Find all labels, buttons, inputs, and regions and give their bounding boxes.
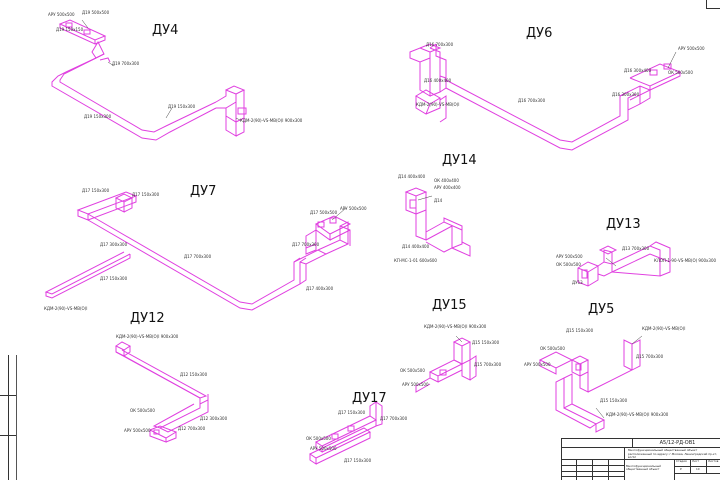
annotation-du7-a: Д17 150х300 [82,188,110,193]
top-right-corner-frame [706,0,720,9]
duct-annotations: АРУ 500х500 Д19 500х500 Д19 150х150 Д19 … [44,10,717,463]
duct-system-du12 [115,341,209,443]
annotation-du6-b: АРУ 500х500 [678,46,705,51]
system-label-du7: ДУ7 [190,184,217,199]
annotation-du14-b: ОК 400х400 [434,178,459,183]
left-margin-stamp [0,355,17,480]
annotation-du15-e: Д15 700х300 [474,362,502,367]
annotation-du12-a: КДМ-2(90)-VS-MB(О)I 900х300 [116,334,179,339]
annotation-du15-c: ОК 500х500 [400,368,425,373]
annotation-du7-i: Д17 700х300 [292,242,320,247]
annotation-du4-d: Д19 700х300 [112,61,140,66]
annotation-du7-b: Д17 150х300 [132,192,160,197]
system-label-du14: ДУ14 [442,153,477,168]
annotation-du13-e: КЛОП-1-90-VS-MB(О) 900х300 [654,258,717,263]
system-label-du12: ДУ12 [130,311,165,326]
stage-value: Р [680,467,682,471]
annotation-du12-c: Д12 300х300 [200,416,228,421]
annotation-du4-c: Д19 150х150 [56,27,84,32]
annotation-du13-a: АРУ 500х500 [556,254,583,259]
leader-lines [81,19,677,419]
annotation-du5-f: Д15 150х300 [600,398,628,403]
annotation-du5-d: АРУ 500х500 [524,362,551,367]
annotation-du7-h: АРУ 500х500 [340,206,367,211]
sheets-label: Листов [708,459,719,463]
annotation-du7-j: Д17 400х300 [306,286,334,291]
duct-system-du14 [404,187,471,257]
document-code: А5/12-РД-ОВ1 [632,439,720,447]
annotation-du5-e: Д15 700х300 [636,354,664,359]
annotation-du14-e: Д14 400х400 [402,244,430,249]
annotation-du6-a: Д16 700х300 [426,42,454,47]
annotation-du17-b: Д17 700х300 [380,416,408,421]
annotation-du15-d: АРУ 500х500 [402,382,429,387]
annotation-du6-c: Д16 400х400 [424,78,452,83]
annotation-du17-e: Д17 150х300 [344,458,372,463]
annotation-du14-c: АРУ 400х400 [434,185,461,190]
annotation-du12-d: ОК 500х500 [130,408,155,413]
annotation-du6-d: Д16 300х400 [624,68,652,73]
system-label-du13: ДУ13 [606,217,641,232]
annotation-du4-f: Д19 150х300 [168,104,196,109]
annotation-du6-h: ОК 500х500 [668,70,693,75]
annotation-du14-f: КП-МС-1-01 600х600 [394,258,437,263]
duct-system-du5 [538,339,641,433]
system-label-du5: ДУ5 [588,302,615,317]
duct-system-du7 [44,191,352,311]
system-label-du15: ДУ15 [432,298,467,313]
annotation-du12-e: АРУ 500х500 [124,428,151,433]
duct-system-du6 [409,43,682,151]
annotation-du5-b: Д15 150х300 [566,328,594,333]
annotation-du17-a: Д17 150х300 [338,410,366,415]
annotation-du13-d: Д13 700х300 [622,246,650,251]
stage-label: Стадия [676,459,687,463]
annotation-du5-c: ОК 500х500 [540,346,565,351]
annotation-du7-c: Д17 300х300 [100,242,128,247]
annotation-du13-b: ОК 500х500 [556,262,581,267]
system-label-du6: ДУ6 [526,26,553,41]
annotation-du7-f: КДМ-2(90)-VS-MB(О)I [44,306,87,311]
annotation-du6-f: Д16 300х300 [612,92,640,97]
sheet-number: 10 [696,467,700,471]
annotation-du14-a: Д14 400х400 [398,174,426,179]
system-label-du4: ДУ4 [152,23,179,38]
project-description: расположенный по адресу: г.Москва, Ленин… [628,452,718,460]
annotation-du14-d: Д14 [434,198,443,203]
annotation-du4-g: КДМ-2(90)-VS-MB(О)I 900х300 [240,118,303,123]
annotation-du6-e: КДМ-2(90)-VS-MB(О)I [416,102,459,107]
duct-system-du17 [308,401,383,465]
annotation-du7-g: Д17 500х500 [310,210,338,215]
title-block: А5/12-РД-ОВ1 Многофункциональный обществ… [561,438,720,480]
sheet-label: Лист [692,459,700,463]
system-label-du17: ДУ17 [352,391,387,406]
annotation-du17-d: АРУ 500х500 [310,446,337,451]
annotation-du4-e: Д19 150х300 [84,114,112,119]
duct-system-du13 [577,241,671,287]
annotation-du15-a: КДМ-2(90)-VS-MB(О)I 900х300 [424,324,487,329]
annotation-du13-c: ДУ13 [572,280,583,285]
annotation-du15-b: Д15 150х300 [472,340,500,345]
annotation-du6-g: Д16 700х300 [518,98,546,103]
duct-system-du4 [51,19,247,141]
annotation-du5-g: КДМ-2(90)-VS-MB(О)I 900х300 [606,412,669,417]
annotation-du7-d: Д17 700х300 [184,254,212,259]
project-name: Многофункциональный общественный объект [628,448,698,452]
annotation-du17-c: ОК 500х500 [306,436,331,441]
sheet-title: Многофункциональный общественный объект [626,464,661,472]
annotation-du4-aru: АРУ 500х500 [48,12,75,17]
annotation-du4-a: Д19 500х500 [82,10,110,15]
annotation-du7-e: Д17 150х300 [100,276,128,281]
annotation-du12-f: Д12 700х300 [178,426,206,431]
annotation-du12-b: Д12 150х300 [180,372,208,377]
annotation-du5-a: КДМ-2(90)-VS-MB(О)I [642,326,685,331]
